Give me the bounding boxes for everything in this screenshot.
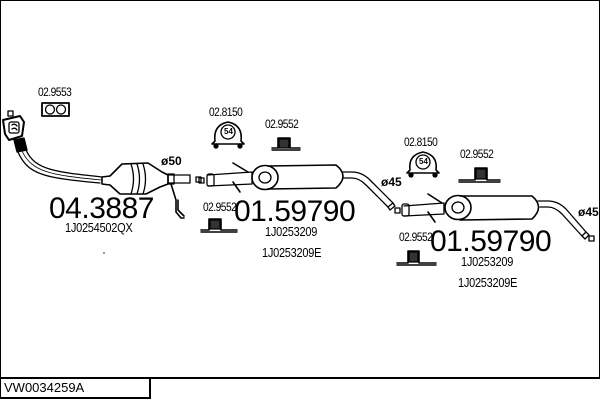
rubber-mount-icon[interactable] [396, 250, 437, 266]
rear-silencer-drawing[interactable] [401, 193, 595, 242]
rubber-mount-icon[interactable] [271, 137, 301, 151]
connection-marker-icon [7, 110, 14, 117]
rubber-mount-icon[interactable] [200, 218, 238, 233]
rubber-mount-icon[interactable] [458, 167, 501, 183]
mount-part-number[interactable]: 02.9552 [399, 230, 433, 244]
manifold-flange-icon [2, 115, 25, 141]
part-number-middle-silencer[interactable]: 01.59790 [234, 195, 356, 228]
clamp-size-label: 54 [419, 157, 428, 166]
part-number-catalytic-converter[interactable]: 04.3887 [49, 192, 154, 225]
diameter-label: ø50 [161, 154, 182, 168]
oe-number: 1J0253209 [265, 225, 318, 239]
oe-number: 1J0253209E [458, 276, 518, 290]
mount-part-number[interactable]: 02.9552 [460, 147, 494, 161]
connection-marker-icon [394, 207, 401, 214]
flange-gasket-icon[interactable] [41, 102, 70, 117]
oe-number: 1J0253209 [461, 255, 514, 269]
connection-marker-icon [588, 235, 595, 242]
clamp-part-number[interactable]: 02.8150 [209, 105, 243, 119]
catalytic-converter-drawing[interactable] [2, 110, 202, 219]
diameter-label: ø45 [381, 175, 402, 189]
connection-marker-icon [198, 177, 205, 184]
clamp-size-label: 54 [224, 127, 233, 136]
clamp-part-number[interactable]: 02.8150 [404, 135, 438, 149]
mount-part-number[interactable]: 02.9552 [203, 200, 237, 214]
reference-code-box: VW0034259A [0, 378, 151, 399]
part-number-rear-silencer[interactable]: 01.59790 [430, 225, 552, 258]
oe-number: 1J0253209E [262, 246, 322, 260]
mount-part-number[interactable]: 02.9552 [265, 117, 299, 131]
clamp-icon[interactable] [211, 121, 245, 149]
reference-code: VW0034259A [4, 380, 85, 395]
diameter-label: ø45 [578, 205, 599, 219]
gasket-part-number[interactable]: 02.9553 [38, 85, 72, 99]
clamp-icon[interactable] [406, 151, 440, 178]
middle-silencer-drawing[interactable] [198, 162, 401, 214]
oe-number: 1J0254502QX [65, 221, 133, 235]
